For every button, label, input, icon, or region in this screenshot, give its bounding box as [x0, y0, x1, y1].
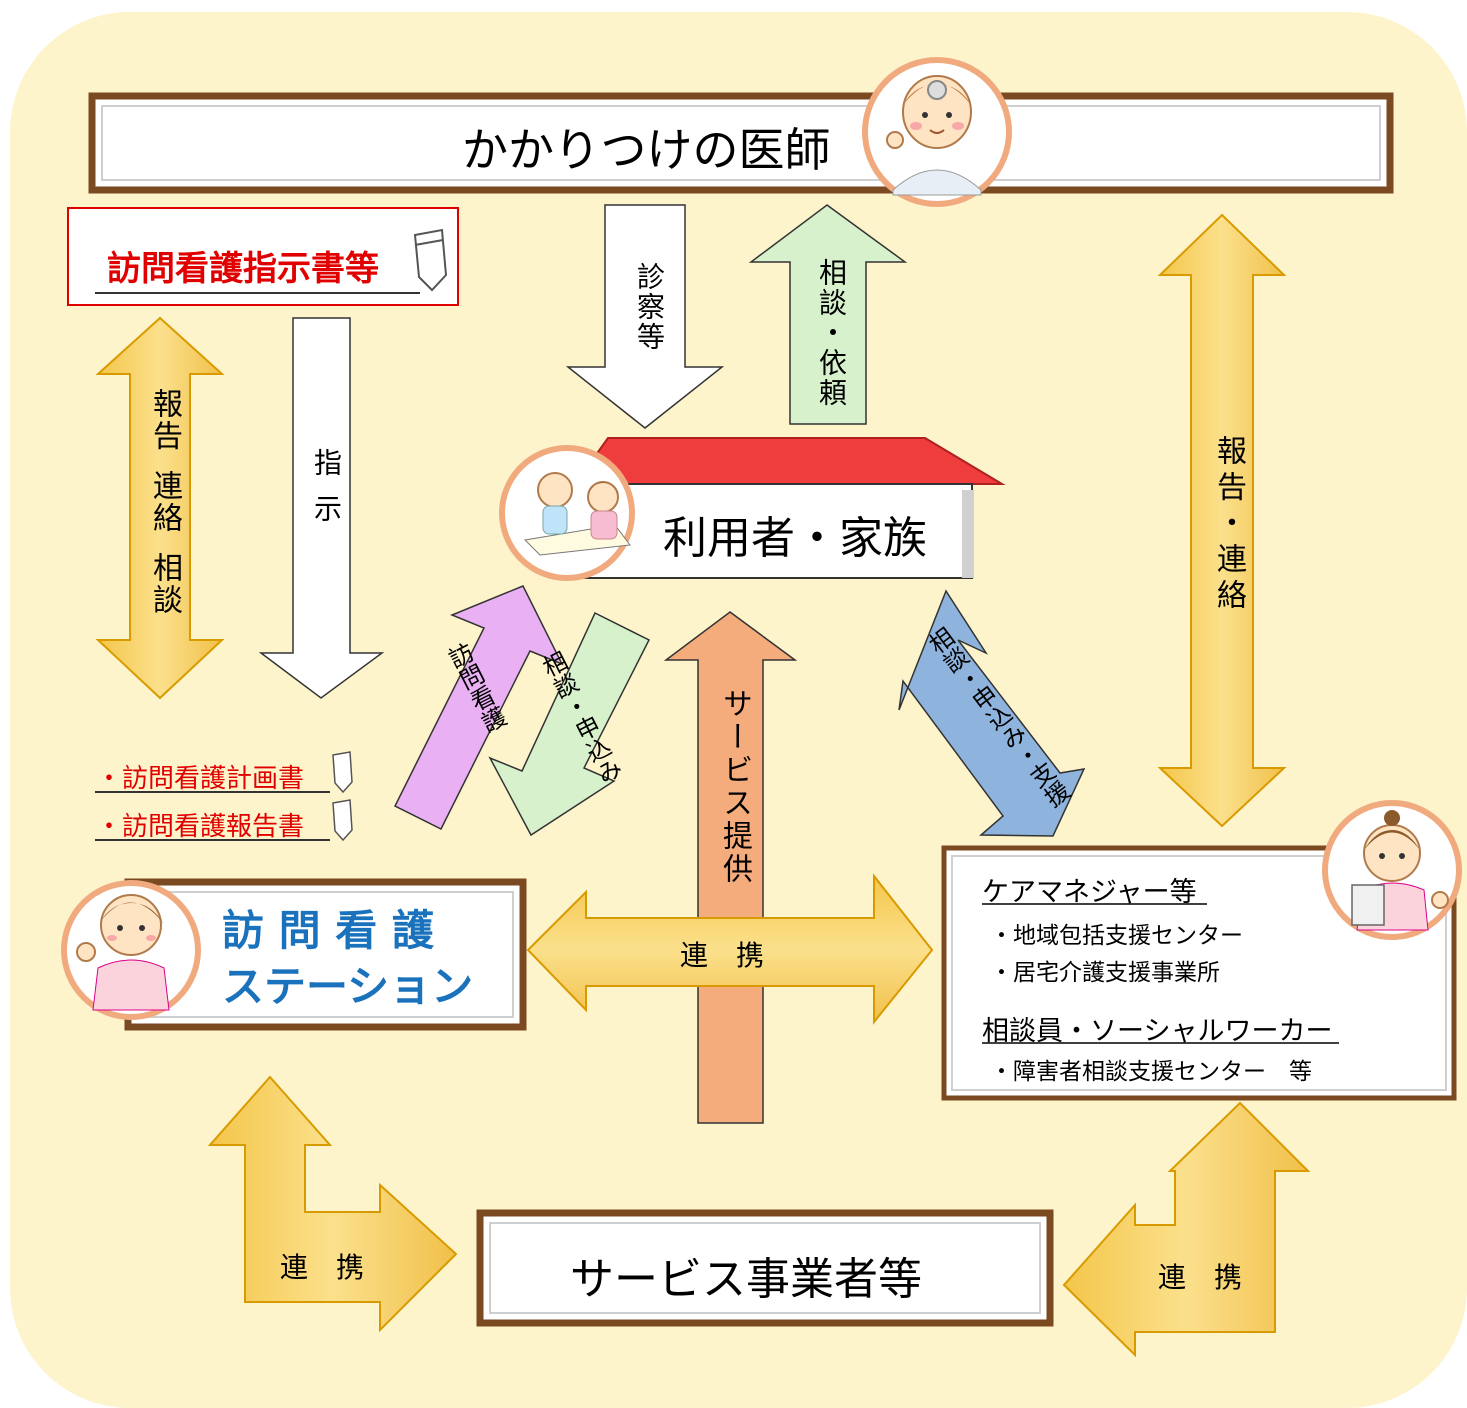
- consult-request-label: 相談・依頼: [815, 258, 848, 408]
- cooperation-center-label: 連 携: [680, 939, 765, 972]
- exam-arrow: [565, 204, 725, 429]
- consult-apply-arrow: [488, 611, 651, 837]
- left-arrow-label-2: 連絡: [147, 470, 182, 534]
- cooperation-left-arrow: [207, 1075, 458, 1333]
- care-manager-avatar: [1322, 800, 1462, 940]
- doctor-title: かかりつけの医師: [462, 123, 831, 177]
- nursing-plan-doc: ・訪問看護計画書: [96, 764, 305, 794]
- user-family-label: 利用者・家族: [663, 513, 927, 564]
- service-providers-label: サービス事業者等: [570, 1254, 922, 1305]
- visit-nursing-arrow: [393, 585, 564, 831]
- service-providers-box: [476, 1209, 1054, 1327]
- right-report-arrow: [1157, 213, 1287, 828]
- left-report-arrow: [95, 316, 225, 700]
- instruction-doc-box: [67, 207, 459, 306]
- care-manager-heading: ケアマネジャー等: [982, 877, 1197, 908]
- consult-request-arrow: [748, 204, 908, 425]
- service-provision-arrow: [663, 611, 798, 1124]
- left-arrow-label-3: 相談: [147, 552, 182, 616]
- nursing-station-line1: 訪 問 看 護: [222, 906, 434, 955]
- pencil-icon: [332, 751, 353, 842]
- instruction-arrow-label: 指示: [310, 448, 343, 540]
- nursing-report-doc: ・訪問看護報告書: [96, 812, 305, 842]
- right-arrow-label: 報告・連絡: [1211, 435, 1246, 615]
- care-manager-item-2: ・居宅介護支援事業所: [990, 960, 1220, 986]
- doctor-banner: [88, 92, 1394, 194]
- doctor-avatar: [862, 57, 1012, 207]
- nursing-station-line2: ステーション: [222, 962, 474, 1011]
- left-arrow-label-1: 報告: [147, 388, 182, 452]
- family-avatar: [499, 445, 635, 581]
- social-worker-heading: 相談員・ソーシャルワーカー: [982, 1016, 1333, 1047]
- service-provision-label: サービス提供: [717, 688, 752, 886]
- cooperation-right-label: 連 携: [1158, 1261, 1243, 1294]
- care-manager-item-1: ・地域包括支援センター: [990, 923, 1243, 949]
- cooperation-left-label: 連 携: [280, 1251, 365, 1284]
- instruction-doc-label: 訪問看護指示書等: [107, 249, 379, 289]
- pencil-icon: [413, 228, 448, 292]
- instruction-arrow: [258, 317, 385, 699]
- nurse-avatar: [61, 880, 201, 1020]
- consult-support-arrow: [898, 589, 1086, 837]
- cooperation-right-arrow: [1062, 1101, 1311, 1358]
- cooperation-center-arrow: [526, 873, 934, 1025]
- social-worker-item-1: ・障害者相談支援センター 等: [990, 1059, 1312, 1085]
- exam-arrow-label: 診察等: [633, 262, 666, 352]
